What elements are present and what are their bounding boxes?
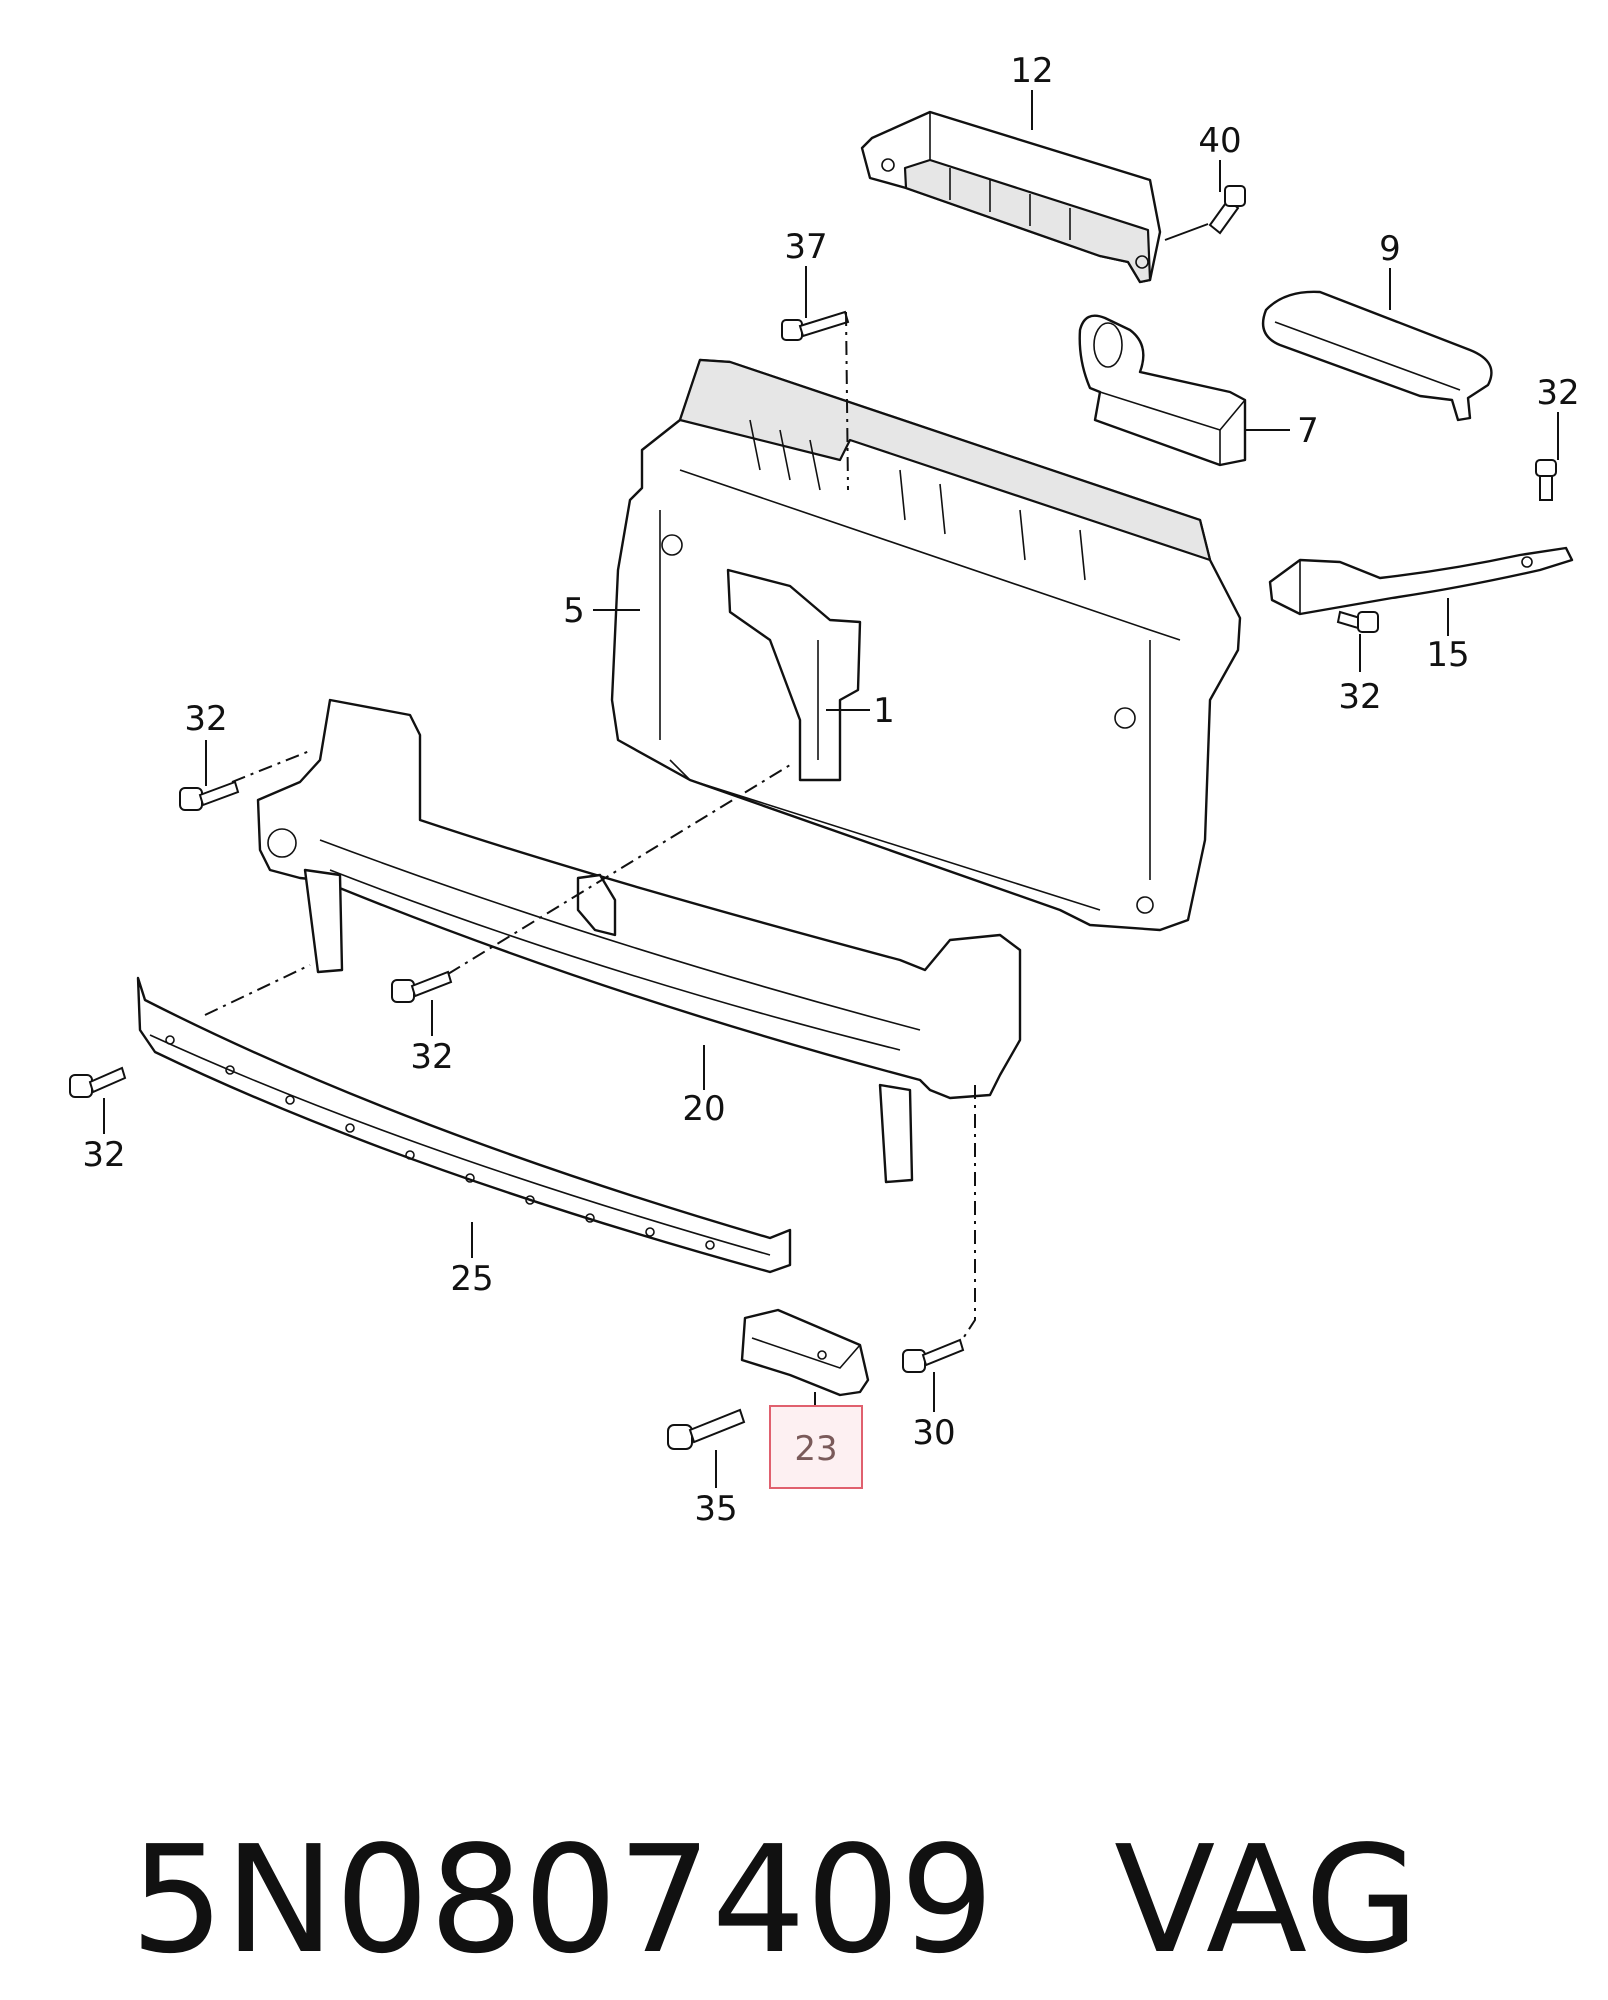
label-32-right-bottom: 32	[1338, 677, 1381, 717]
bolt-32-left[interactable]	[179, 780, 240, 811]
highlight-box-23	[769, 1405, 863, 1489]
assembly-lines	[204, 311, 976, 1341]
bolt-40[interactable]	[1208, 185, 1246, 235]
label-25: 25	[450, 1259, 493, 1299]
label-32-far-left: 32	[82, 1135, 125, 1175]
label-40: 40	[1198, 121, 1241, 161]
part-number: 5N0807409	[130, 1814, 995, 1986]
bolt-32-far-left[interactable]	[69, 1066, 127, 1098]
part-7-air-guide[interactable]	[1078, 314, 1247, 467]
label-15: 15	[1426, 635, 1469, 675]
label-9: 9	[1379, 229, 1401, 269]
label-12: 12	[1010, 51, 1053, 91]
callout-labels: 12 40 37 9 7 32 5 1 15 32 32 32 20 32 25…	[82, 51, 1579, 1529]
parts-exploded-diagram: 12 40 37 9 7 32 5 1 15 32 32 32 20 32 25…	[69, 51, 1580, 1529]
brand-name: VAG	[1114, 1814, 1420, 1986]
bolt-35[interactable]	[667, 1408, 746, 1450]
bolt-32-right-bottom[interactable]	[1336, 610, 1379, 633]
footer-caption: 5N0807409 VAG	[36, 1600, 1419, 1986]
part-5-front-carrier[interactable]	[610, 358, 1242, 932]
label-30: 30	[912, 1413, 955, 1453]
label-5: 5	[563, 591, 585, 631]
part-9-cover[interactable]	[1261, 290, 1493, 422]
part-23-bracket[interactable]	[740, 1308, 870, 1397]
bolt-32-right-top[interactable]	[1535, 459, 1557, 501]
part-15-bracket[interactable]	[1268, 546, 1574, 616]
bolt-32-center[interactable]	[391, 970, 453, 1003]
bolt-30[interactable]	[902, 1338, 965, 1373]
label-1: 1	[873, 691, 895, 731]
label-32-right-top: 32	[1536, 373, 1579, 413]
label-7: 7	[1297, 411, 1319, 451]
label-20: 20	[682, 1089, 725, 1129]
label-37: 37	[784, 227, 827, 267]
part-25-absorber[interactable]	[136, 976, 792, 1274]
label-35: 35	[694, 1489, 737, 1529]
part-12-air-duct[interactable]	[860, 110, 1162, 284]
label-32-center: 32	[410, 1037, 453, 1077]
bolt-37[interactable]	[781, 310, 850, 341]
label-23: 23	[794, 1429, 837, 1469]
part-20-cross-member[interactable]	[256, 698, 1022, 1184]
label-32-left: 32	[184, 699, 227, 739]
